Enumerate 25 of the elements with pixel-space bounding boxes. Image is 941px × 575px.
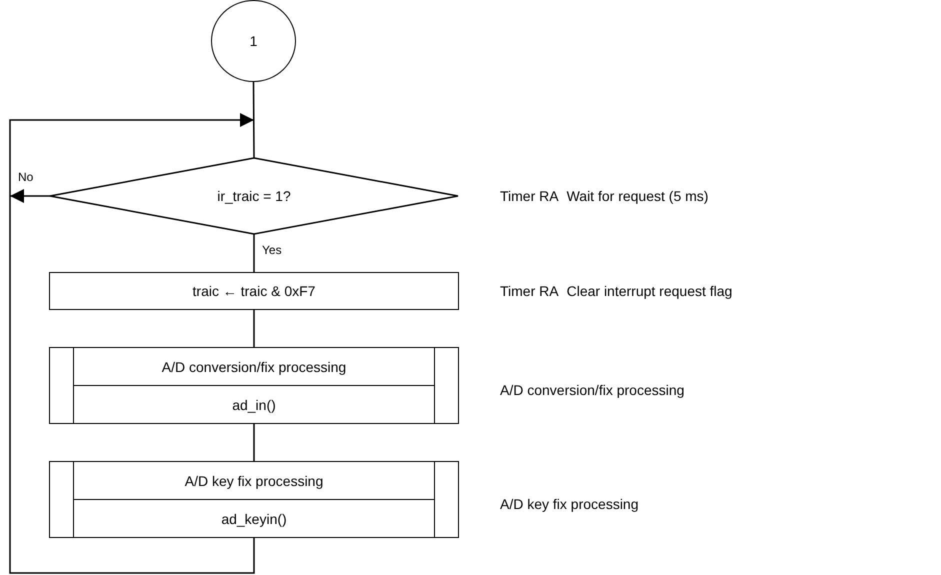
decision-diamond: [50, 158, 458, 234]
decision-text: ir_traic = 1?: [217, 188, 291, 204]
function-name: ad_keyin(): [221, 510, 287, 526]
flow-line: [10, 189, 50, 203]
subroutine-title: A/D conversion/fix processing: [162, 358, 346, 374]
flow-line: [253, 234, 255, 272]
process-text: traic ← traic & 0xF7: [192, 283, 316, 299]
annotation: Clear interrupt request flag: [566, 283, 732, 299]
subroutine-box: [49, 461, 459, 538]
edge-label: No: [18, 170, 34, 184]
flow-line: [253, 310, 255, 347]
process-box: [49, 272, 459, 310]
subroutine-title: A/D key fix processing: [184, 472, 324, 488]
annotation: Timer RA: [500, 283, 559, 299]
annotation: Timer RA: [500, 188, 559, 204]
annotation: A/D key fix processing: [500, 496, 638, 512]
function-name: ad_in(): [232, 396, 276, 412]
edge-label: Yes: [262, 243, 282, 257]
flow-line: [9, 113, 255, 574]
flow-line: [252, 82, 255, 158]
annotation: Wait for request (5 ms): [566, 188, 708, 204]
subroutine-box: [49, 347, 459, 424]
connector-number: 1: [250, 33, 258, 49]
annotation: A/D conversion/fix processing: [500, 382, 684, 398]
flow-line: [253, 424, 255, 461]
